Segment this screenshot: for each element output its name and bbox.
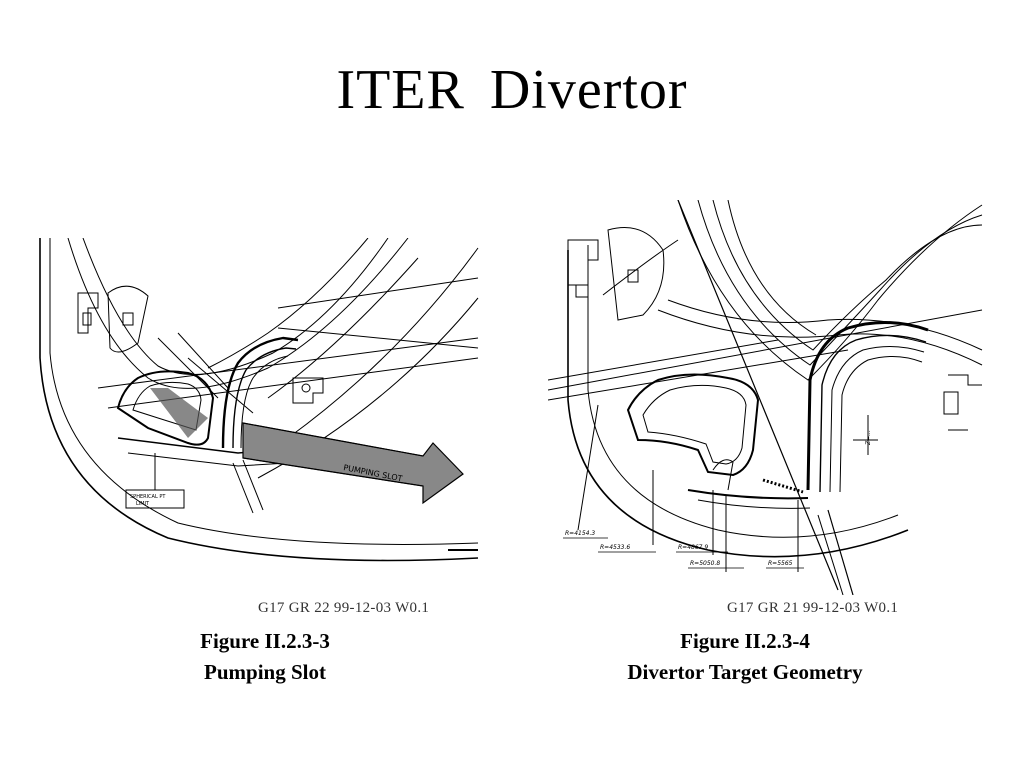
dimension-text-2: R=4533.6 (600, 544, 630, 551)
dimension-text-3: R=4867.9 (678, 544, 708, 551)
dimension-text-5: R=5565 (768, 560, 793, 567)
figure-caption-left: Figure II.2.3-3 Pumping Slot (150, 626, 380, 688)
pumping-slot-drawing: PUMPING SLOT SPHERICAL PT LIMIT (38, 238, 488, 573)
figure-caption-right: Figure II.2.3-4 Divertor Target Geometry (590, 626, 900, 688)
dimension-label-4: R=5050.8 (688, 560, 744, 569)
figure-ref-code-left: G17 GR 22 99-12-03 W0.1 (258, 600, 430, 616)
figure-number-right: Figure II.2.3-4 (680, 629, 810, 653)
dimension-label-1: R=4154.3 (563, 530, 608, 539)
svg-text:LIMIT: LIMIT (136, 501, 150, 507)
figure-title-right: Divertor Target Geometry (627, 660, 863, 684)
slide-title: ITER Divertor (336, 59, 688, 121)
dimension-text-1: R=4154.3 (565, 530, 595, 537)
dimension-text-4: R=5050.8 (690, 560, 720, 567)
dimension-label-3: R=4867.9 (676, 544, 728, 553)
dimension-label-2: R=4533.6 (598, 544, 656, 553)
dimension-label-5: R=5565 (766, 560, 804, 569)
figure-ref-code-right: G17 GR 21 99-12-03 W0.1 (727, 600, 899, 616)
svg-text:Z=...: Z=... (865, 430, 872, 446)
svg-text:SPHERICAL PT: SPHERICAL PT (130, 494, 166, 500)
figure-number-left: Figure II.2.3-3 (200, 629, 330, 653)
divertor-target-geometry-drawing: Z=... R=4154.3 R=4533.6 R=4867.9 R=5050.… (548, 200, 984, 595)
figure-title-left: Pumping Slot (204, 660, 326, 684)
